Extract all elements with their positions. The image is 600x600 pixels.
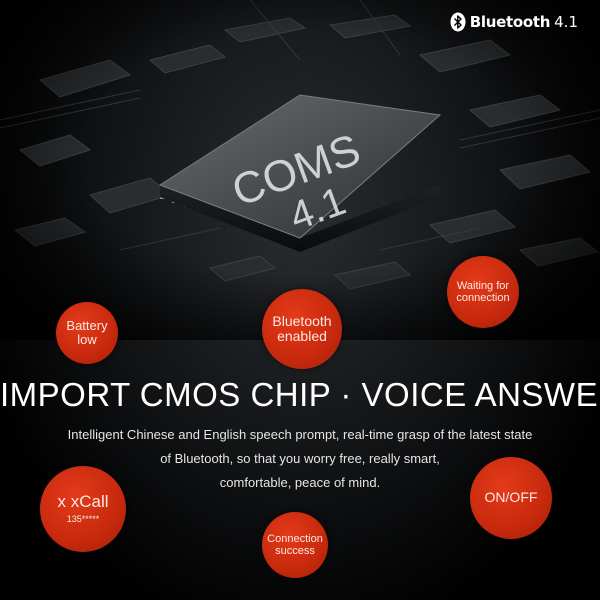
bubble-on-off: ON/OFF bbox=[470, 457, 552, 539]
headline: IMPORT CMOS CHIP · VOICE ANSWER bbox=[0, 376, 600, 413]
bubble-incoming-call: x xCall 135***** bbox=[40, 466, 126, 552]
description-line-1: Intelligent Chinese and English speech p… bbox=[67, 427, 533, 442]
bubble-waiting-connection: Waiting for connection bbox=[447, 256, 519, 328]
bubble-battery-line2: low bbox=[77, 332, 97, 347]
bubble-waiting-line1: Waiting for bbox=[456, 279, 510, 292]
bubble-connection-line2: success bbox=[275, 545, 315, 557]
bluetooth-badge-word: Bluetooth bbox=[469, 13, 551, 31]
bluetooth-badge-version: 4.1 bbox=[554, 13, 578, 31]
bluetooth-icon bbox=[450, 12, 466, 32]
circuit-board-image bbox=[0, 0, 600, 340]
bubble-connection-line1: Connection bbox=[267, 532, 323, 545]
description-line-2: of Bluetooth, so that you worry free, re… bbox=[160, 451, 440, 466]
bubble-connection-success: Connection success bbox=[262, 512, 328, 578]
bubble-battery-low: Battery low bbox=[56, 302, 118, 364]
bubble-battery-line1: Battery bbox=[66, 317, 108, 333]
bubble-on-off-label: ON/OFF bbox=[484, 489, 538, 506]
bluetooth-badge: Bluetooth 4.1 bbox=[450, 12, 578, 32]
bubble-waiting-line2: connection bbox=[456, 292, 510, 304]
bubble-call-number: 135***** bbox=[66, 513, 100, 524]
bubble-bluetooth-enabled: Bluetooth enabled bbox=[262, 289, 342, 369]
description-line-3: comfortable, peace of mind. bbox=[219, 475, 381, 490]
bubble-bluetooth-line1: Bluetooth bbox=[272, 312, 332, 329]
description: Intelligent Chinese and English speech p… bbox=[20, 423, 580, 495]
bubble-call-title: x xCall bbox=[57, 492, 109, 512]
bubble-bluetooth-line2: enabled bbox=[277, 328, 327, 344]
